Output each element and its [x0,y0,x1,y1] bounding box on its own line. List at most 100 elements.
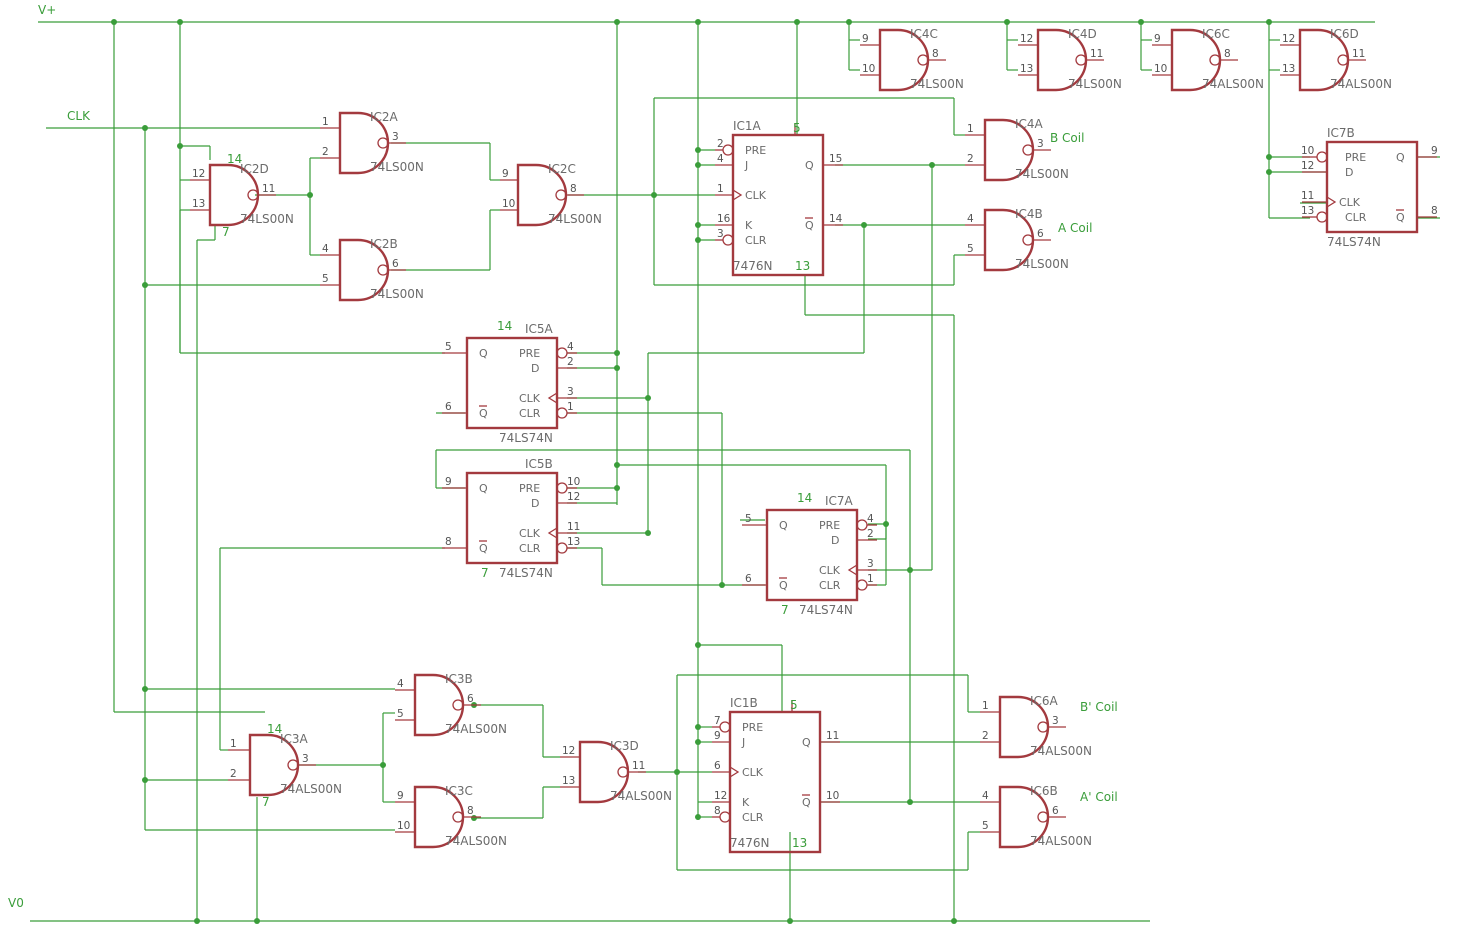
ic3a-gnd-pin: 7 [262,795,270,809]
ic4d-bubble [1075,54,1087,66]
ic4a-pin-number: 3 [1037,138,1044,150]
ic5a-pre-label: PRE [519,347,540,360]
ic4d-pin-number: 13 [1020,63,1033,75]
ic2b-pin-number: 6 [392,258,399,270]
ic5b-pre-bubble [556,482,568,494]
ic1a-qn-label: Q [805,219,814,232]
junction-dot [929,162,935,168]
ic1b-pre-bubble [719,721,731,733]
ic4b-name: IC4B [1015,207,1043,221]
ic5a-name: IC5A [525,322,554,336]
junction-dot [1266,169,1272,175]
junction-dot [907,567,913,573]
ic3b-pin-number: 5 [397,708,404,720]
ic5a-d-label: D [531,362,539,375]
ic1b-name: IC1B [730,696,758,710]
a-coil-label: A Coil [1058,221,1092,235]
ic7b-clock-triangle [1326,196,1337,208]
ic6a-bubble [1037,721,1049,733]
ic6a-pin-number: 1 [982,700,989,712]
ic6a-name: IC6A [1030,694,1059,708]
ic6b-name: IC6B [1030,784,1058,798]
ic7b-pre-bubble [1316,151,1328,163]
ic6c-name: IC6C [1202,27,1230,41]
ic7a-pin-number: 1 [867,573,874,585]
ic1a-clock-triangle [732,189,743,201]
junction-dot [614,365,620,371]
ic1b-clock-triangle [729,766,740,778]
ic6c-pin-number: 10 [1154,63,1167,75]
ic2c-pin-number: 8 [570,183,577,195]
ic1a-clr-label: CLR [745,234,767,247]
ic4c-bubble [917,54,929,66]
ic1b-qn-label: Q [802,796,811,809]
ic7a-vcc-pin: 14 [797,491,812,505]
ic5b-gnd-pin: 7 [481,566,489,580]
ic7a-pre-label: PRE [819,519,840,532]
ic6d-name: IC6D [1330,27,1359,41]
ic3d-pin-number: 13 [562,775,575,787]
ic1b-clk-label: CLK [742,766,764,779]
junction-dot [695,237,701,243]
ic6d-pin-number: 12 [1282,33,1295,45]
b-coil-label: B Coil [1050,131,1084,145]
ic5a-qn-label: Q [479,407,488,420]
ic2d-part: 74LS00N [240,212,294,226]
ic2a-pin-number: 3 [392,131,399,143]
junction-dot [695,162,701,168]
ic5a-body [465,336,559,430]
junction-dot [651,192,657,198]
ic1a-pin-number: 14 [829,213,843,225]
ic3a-name: IC3A [280,732,309,746]
nand-gates: 123IC2A74LS00N456IC2B74LS00N9108IC2C74LS… [190,27,1392,849]
ic7b-clr-label: CLR [1345,211,1367,224]
ic4d-name: IC4D [1068,27,1097,41]
ic5a-clr-label: CLR [519,407,541,420]
ic5b-qn-label: Q [479,542,488,555]
ic3a-pin-number: 2 [230,768,237,780]
ic7b-name: IC7B [1327,126,1355,140]
ic7a-body [765,508,859,602]
ic5a-pre-bubble [556,347,568,359]
ic6b-part: 74ALS00N [1030,834,1092,848]
ic1b-pin-number: 8 [714,805,721,817]
ic6b-pin-number: 4 [982,790,989,802]
coil-labels: B Coil A Coil B' Coil A' Coil [1050,131,1118,804]
vplus-label: V+ [38,3,56,17]
junction-dot [695,222,701,228]
junction-dot [861,222,867,228]
ic7b-d-label: D [1345,166,1353,179]
ic5a-q-label: Q [479,347,488,360]
ic5a-pin-number: 6 [445,401,452,413]
ic7a-qn-label: Q [779,579,788,592]
ic5b-pin-number: 10 [567,476,580,488]
ic1b-pin-number: 11 [826,730,839,742]
ic1b-body [728,710,822,854]
ic3c-pin-number: 10 [397,820,410,832]
junction-dot [142,282,148,288]
ic1a-pin-number: 1 [717,183,724,195]
ic7b-clr-bubble [1316,211,1328,223]
ic4c-pin-number: 10 [862,63,875,75]
ic3a-pin-number: 3 [302,753,309,765]
ic6c-pin-number: 9 [1154,33,1161,45]
junction-dot [787,918,793,924]
ic7a-pre-bubble [856,519,868,531]
junction-dot [380,762,386,768]
ic1a-k-label: K [745,219,753,232]
ic5a-vcc-pin: 14 [497,319,512,333]
ic2c-name: IC2C [548,162,576,176]
ic3d-pin-number: 12 [562,745,575,757]
junction-dot [674,769,680,775]
ic2c-pin-number: 9 [502,168,509,180]
